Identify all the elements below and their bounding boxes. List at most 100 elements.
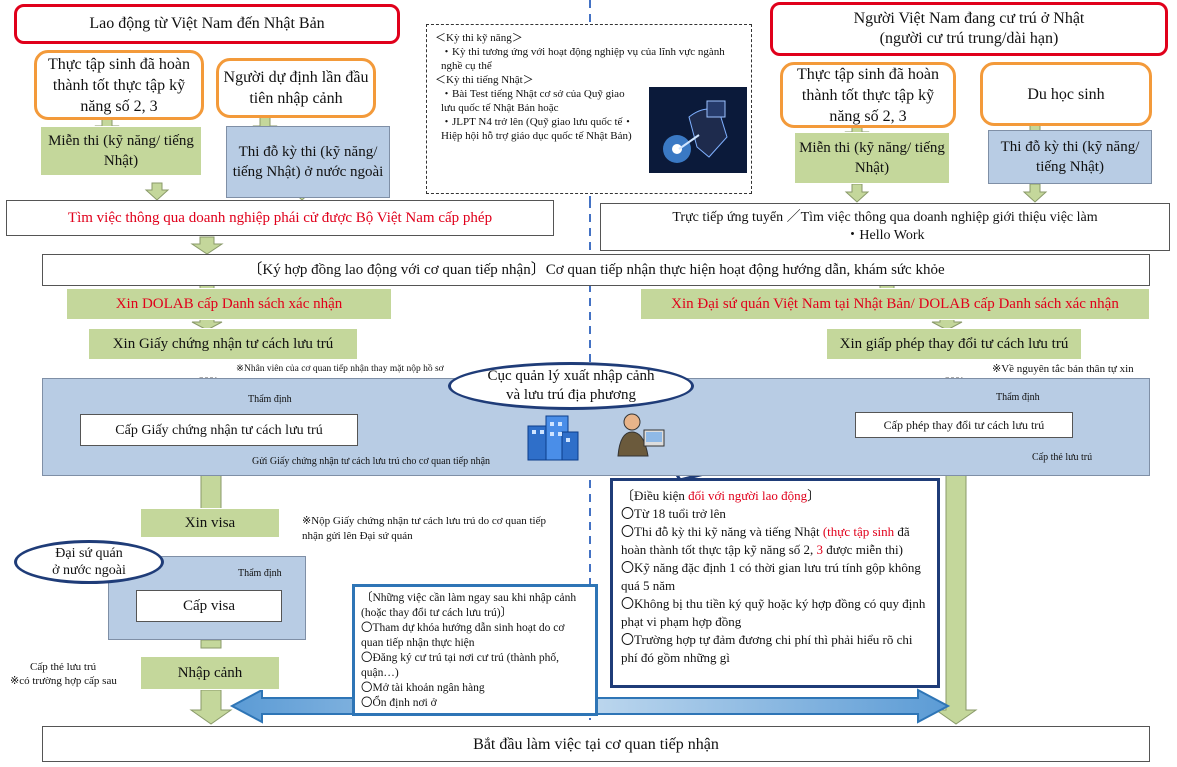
issue-card-text: Cấp thẻ lưu trú [1032,452,1093,463]
right-title: Người Việt Nam đang cư trú ở Nhật (người… [770,2,1168,56]
note-submit-text: ※Nộp Giấy chứng nhận tư cách lưu trú do … [302,515,546,542]
issue-visa-box: Cấp visa [136,590,282,622]
conditions-heading-red: đối với người lao động [688,488,808,503]
contract-box: 〔Ký hợp đồng lao động với cơ quan tiếp n… [42,254,1150,286]
change-apply-box: Xin giấp phép thay đổi tư cách lưu trú [826,328,1082,360]
coe-apply-text: Xin Giấy chứng nhận tư cách lưu trú [112,336,334,352]
left-pass-text: Thi đỗ kỳ thi (kỹ năng/ tiếng Nhật) ở nư… [232,144,384,180]
right-intern-box: Thực tập sinh đã hoàn thành tốt thực tập… [780,62,956,128]
building-icon [527,415,579,461]
review-text-2: Thẩm định [996,392,1040,403]
issue-change-box: Cấp phép thay đổi tư cách lưu trú [855,412,1073,438]
right-dolab-text: Xin Đại sứ quán Việt Nam tại Nhật Bản/ D… [671,296,1119,312]
right-job-search: Trực tiếp ứng tuyển ／Tìm việc thông qua … [600,203,1170,251]
card-note-line1: Cấp thẻ lưu trú [30,661,97,673]
send-coe-label: Gửi Giấy chứng nhận tư cách lưu trú cho … [252,456,552,468]
coe-apply-box: Xin Giấy chứng nhận tư cách lưu trú [88,328,358,360]
issue-coe-text: Cấp Giấy chứng nhận tư cách lưu trú [115,422,323,438]
left-exempt-text: Miễn thi (kỹ năng/ tiếng Nhật) [48,133,194,169]
issue-card-label: Cấp thẻ lưu trú [1032,452,1092,464]
bureau-line1: Cục quản lý xuất nhập cảnh [487,368,655,384]
after-entry-item1: 〇Tham dự khóa hướng dẫn sinh hoạt do cơ … [361,622,565,649]
left-intern-text: Thực tập sinh đã hoàn thành tốt thực tập… [48,55,190,115]
exam-skill-item: ・Kỳ thi tương ứng với hoạt động nghiệp v… [441,46,725,72]
right-title-line2: (người cư trú trung/dài hạn) [879,30,1059,47]
visa-apply-text: Xin visa [184,515,236,531]
right-exempt-text: Miễn thi (kỹ năng/ tiếng Nhật) [799,140,945,176]
embassy-line2: ở nước ngoài [52,563,126,578]
conditions-item4: 〇Không bị thu tiền ký quỹ hoặc ký hợp đồ… [621,596,926,629]
issue-coe-box: Cấp Giấy chứng nhận tư cách lưu trú [80,414,358,446]
visa-apply-box: Xin visa [140,508,280,538]
right-student-box: Du học sinh [980,62,1152,126]
conditions-item1: 〇Từ 18 tuổi trở lên [621,506,726,521]
note-self: ※Về nguyên tắc bản thân tự xin [992,364,1172,375]
conditions-box: 〔Điều kiện đối với người lao động〕 〇Từ 1… [610,478,940,688]
entry-text: Nhập cảnh [177,665,243,681]
right-pass-box: Thi đỗ kỳ thi (kỹ năng/ tiếng Nhật) [988,130,1152,184]
review-text-3: Thẩm định [238,568,282,579]
conditions-item3: 〇Kỹ năng đặc định 1 có thời gian lưu trú… [621,560,921,593]
after-entry-box: 〔Những việc cần làm ngay sau khi nhập cả… [352,584,598,716]
after-entry-heading: 〔Những việc cần làm ngay sau khi nhập cả… [361,592,577,619]
entry-box: Nhập cảnh [140,656,280,690]
conditions-heading-pre: 〔Điều kiện [621,488,689,503]
note-staff: ※Nhân viên của cơ quan tiếp nhận thay mặ… [236,364,496,375]
review-label-3: Thẩm định [238,568,282,580]
card-note-line2: ※có trường hợp cấp sau [10,675,117,687]
right-title-line1: Người Việt Nam đang cư trú ở Nhật [853,10,1085,27]
note-self-text: ※Về nguyên tắc bản thân tự xin [992,363,1134,375]
bureau-line2: và lưu trú địa phương [505,387,636,403]
right-dolab-box: Xin Đại sứ quán Việt Nam tại Nhật Bản/ D… [640,288,1150,320]
start-work-text: Bắt đầu làm việc tại cơ quan tiếp nhận [473,735,719,753]
exam-jp-item1: ・Bài Test tiếng Nhật cơ sở của Quỹ giao … [441,88,625,114]
left-title-text: Lao động từ Việt Nam đến Nhật Bản [89,15,325,32]
send-coe-text: Gửi Giấy chứng nhận tư cách lưu trú cho … [252,456,491,467]
left-title: Lao động từ Việt Nam đến Nhật Bản [14,4,400,44]
bureau-oval: Cục quản lý xuất nhập cảnh và lưu trú đị… [448,362,694,410]
conditions-heading-post: 〕 [807,488,821,503]
card-note: Cấp thẻ lưu trú ※có trường hợp cấp sau [10,660,150,688]
left-exempt-box: Miễn thi (kỹ năng/ tiếng Nhật) [40,126,202,176]
review-text-1: Thẩm định [248,394,292,405]
review-label-2: Thẩm định [996,392,1040,404]
right-intern-text: Thực tập sinh đã hoàn thành tốt thực tập… [797,65,939,125]
conditions-item2-a: 〇Thi đỗ kỳ thi kỹ năng và tiếng Nhật [621,524,823,539]
left-first-entry-text: Người dự định lần đầu tiên nhập cảnh [223,69,369,107]
after-entry-item4: 〇Ổn định nơi ở [361,697,437,709]
note-staff-text: ※Nhân viên của cơ quan tiếp nhận thay mặ… [236,364,444,374]
conditions-item2-red2: 3 [816,542,824,557]
right-student-text: Du học sinh [1027,85,1105,103]
issue-visa-text: Cấp visa [182,597,236,614]
review-label-1: Thẩm định [248,394,292,406]
right-job-line2: ・Hello Work [845,228,925,243]
start-work-box: Bắt đầu làm việc tại cơ quan tiếp nhận [42,726,1150,762]
after-entry-item3: 〇Mở tài khoản ngân hàng [361,682,485,694]
right-exempt-box: Miễn thi (kỹ năng/ tiếng Nhật) [794,132,950,184]
exam-skill-heading: ＜Kỳ thi kỹ năng＞ [435,32,523,44]
conditions-item5: 〇Trường hợp tự đảm đương chi phí thì phả… [621,632,913,665]
conditions-item2-red: (thực tập sinh [822,524,895,539]
conditions-item2: 〇Thi đỗ kỳ thi kỹ năng và tiếng Nhật (th… [621,523,929,559]
exam-jp-heading: ＜Kỳ thi tiếng Nhật＞ [435,74,534,86]
officer-icon [617,413,665,457]
embassy-oval: Đại sứ quán ở nước ngoài [14,540,164,584]
conditions-heading: 〔Điều kiện đối với người lao động〕 [621,487,929,505]
after-entry-item2: 〇Đăng ký cư trú tại nơi cư trú (thành ph… [361,652,560,679]
embassy-line1: Đại sứ quán [55,546,123,561]
change-apply-text: Xin giấp phép thay đổi tư cách lưu trú [839,336,1069,352]
left-dolab-text: Xin DOLAB cấp Danh sách xác nhận [115,296,343,312]
conditions-item2-b: đã hoàn thành tốt thực tập kỹ năng số 2, [621,524,910,557]
issue-change-text: Cấp phép thay đổi tư cách lưu trú [883,417,1045,432]
right-job-line1: Trực tiếp ứng tuyển ／Tìm việc thông qua … [672,210,1098,225]
left-dolab-box: Xin DOLAB cấp Danh sách xác nhận [66,288,392,320]
exam-jp-item2: ・JLPT N4 trở lên (Quỹ giao lưu quốc tế・H… [441,116,634,142]
left-first-entry-box: Người dự định lần đầu tiên nhập cảnh [216,58,376,118]
left-intern-box: Thực tập sinh đã hoàn thành tốt thực tập… [34,50,204,120]
conditions-item2-c: được miễn thi) [823,542,904,557]
left-job-search: Tìm việc thông qua doanh nghiệp phái cử … [6,200,554,236]
exam-info-box: ＜Kỳ thi kỹ năng＞ ・Kỳ thi tương ứng với h… [426,24,752,194]
welder-image [649,87,747,173]
note-submit: ※Nộp Giấy chứng nhận tư cách lưu trú do … [302,514,552,544]
left-job-search-text: Tìm việc thông qua doanh nghiệp phái cử … [67,209,493,226]
